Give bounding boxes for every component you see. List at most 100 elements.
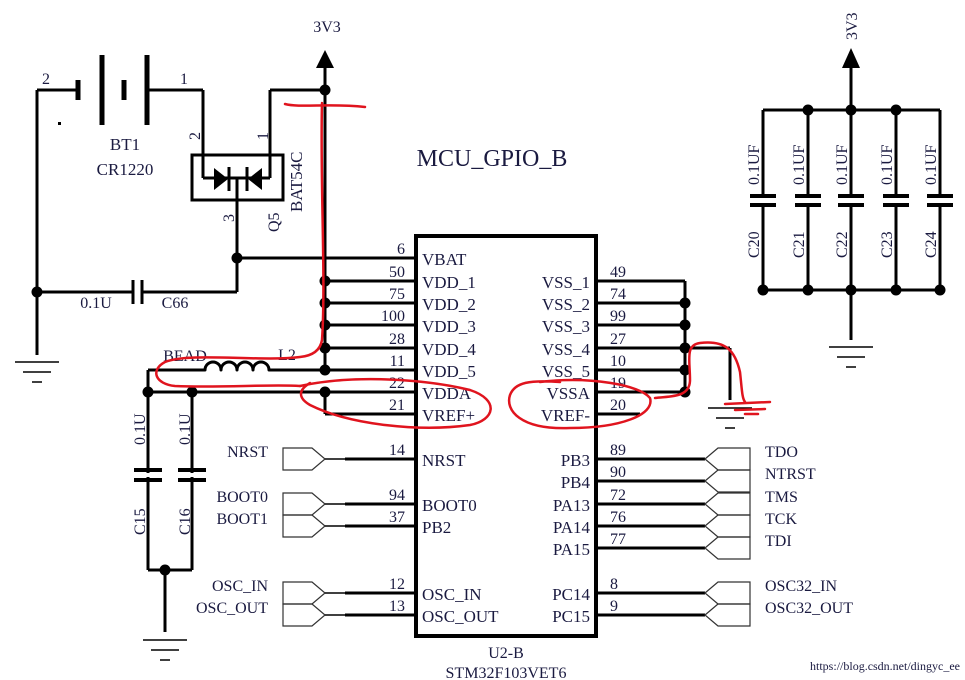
- port-connector: [282, 447, 326, 471]
- c66-value: 0.1U: [80, 295, 112, 312]
- annotation-stroke: [283, 102, 367, 109]
- capacitor-value: 0.1UF: [746, 144, 763, 185]
- port-label: TDO: [765, 444, 798, 461]
- power-arrow-icon: [316, 50, 334, 68]
- c16-value: 0.1U: [177, 413, 194, 445]
- pin-name: VDD_4: [422, 340, 476, 359]
- pin-number: 76: [610, 509, 626, 526]
- annotation-loop: [298, 377, 492, 429]
- junction-dot: [934, 284, 946, 296]
- pin-name: VDD_1: [422, 273, 476, 292]
- pin-name: VSS_3: [542, 317, 590, 336]
- capacitor-value: 0.1UF: [879, 144, 896, 185]
- junction-dot: [679, 364, 691, 376]
- pin-name: VREF-: [541, 406, 590, 425]
- junction-dot: [679, 319, 691, 331]
- capacitor-ref: C20: [746, 231, 763, 258]
- pin-number: 1: [255, 132, 272, 140]
- watermark: https://blog.csdn.net/dingyc_ee: [810, 659, 960, 673]
- diode-icon: [214, 168, 228, 190]
- junction-dot: [319, 297, 331, 309]
- cap-gap: [142, 473, 202, 477]
- c15-ref: C15: [132, 508, 149, 535]
- pin-name: PA13: [553, 496, 590, 515]
- pin-number: 72: [610, 487, 626, 504]
- annotation-ground: [723, 400, 772, 416]
- pin-number: 13: [389, 598, 405, 615]
- annotation-loop: [507, 378, 652, 430]
- pin-name: VDD_2: [422, 295, 476, 314]
- sheet-title: MCU_GPIO_B: [417, 146, 568, 172]
- pin-number: 49: [610, 264, 626, 281]
- pin-number: 75: [389, 286, 405, 303]
- port-connector: [282, 603, 326, 627]
- pin-number: 1: [180, 71, 188, 88]
- chip-body: [414, 234, 598, 638]
- power-arrow-icon: [842, 48, 860, 68]
- diode-icon: [248, 168, 262, 190]
- port-label: BOOT1: [216, 511, 268, 528]
- junction-dot: [890, 104, 902, 116]
- junction-dot: [142, 386, 154, 398]
- dot-mark: [58, 122, 61, 125]
- chip-part: STM32F103VET6: [446, 665, 567, 680]
- pin-number: 74: [610, 286, 626, 303]
- port-label: OSC_IN: [212, 578, 268, 595]
- net-label-3v3: 3V3: [313, 19, 341, 36]
- pin-number: 22: [389, 375, 405, 392]
- port-label: OSC_OUT: [196, 600, 268, 617]
- pin-number: 9: [610, 598, 618, 615]
- junction-dot: [319, 342, 331, 354]
- pin-name: VDD_3: [422, 317, 476, 336]
- pin-name: VSSA: [547, 384, 591, 403]
- pin-name: PA14: [553, 518, 591, 537]
- pin-number: 99: [610, 308, 626, 325]
- pin-number: 20: [610, 397, 626, 414]
- pin-name: PB2: [422, 518, 451, 537]
- port-connector: [704, 492, 751, 516]
- pin-name: VDD_5: [422, 362, 476, 381]
- pin-number: 8: [610, 576, 618, 593]
- pin-number: 94: [389, 487, 405, 504]
- port-connector: [704, 514, 751, 538]
- port-connector: [282, 581, 326, 605]
- port-label: TMS: [765, 489, 798, 506]
- pin-number: 100: [381, 308, 405, 325]
- port-connector: [704, 447, 751, 471]
- port-label: OSC32_OUT: [765, 600, 853, 617]
- junction-dot: [890, 284, 902, 296]
- diode-value: BAT54C: [287, 152, 306, 212]
- diode-ref: Q5: [266, 212, 283, 232]
- port-connector: [704, 603, 751, 627]
- port-label: TCK: [765, 511, 797, 528]
- capacitor-value: 0.1UF: [834, 144, 851, 185]
- pin-number: 90: [610, 464, 626, 481]
- pin-number: 27: [610, 331, 626, 348]
- capacitor-value: 0.1UF: [791, 144, 808, 185]
- pin-number: 77: [610, 531, 626, 548]
- junction-dot: [802, 284, 814, 296]
- pin-name: BOOT0: [422, 496, 477, 515]
- junction-dot: [845, 104, 857, 116]
- pin-number: 12: [389, 576, 405, 593]
- junction-dot: [319, 319, 331, 331]
- port-label: NTRST: [765, 466, 816, 483]
- pin-number: 28: [389, 331, 405, 348]
- pin-name: VSS_4: [542, 340, 591, 359]
- pin-name: VREF+: [422, 406, 475, 425]
- pin-number: 2: [187, 132, 204, 140]
- c66-ref: C66: [162, 295, 189, 312]
- port-connector: [282, 492, 326, 516]
- bead-ref: L2: [278, 347, 296, 364]
- pin-number: 11: [390, 353, 405, 370]
- pin-number: 50: [389, 264, 405, 281]
- pin-name: PB4: [561, 473, 591, 492]
- pin-number: 3: [221, 214, 238, 222]
- battery-ref: BT1: [110, 135, 140, 154]
- pin-name: VSS_5: [542, 362, 590, 381]
- junction-dot: [757, 284, 769, 296]
- pin-name: OSC_IN: [422, 585, 482, 604]
- port-label: NRST: [227, 444, 268, 461]
